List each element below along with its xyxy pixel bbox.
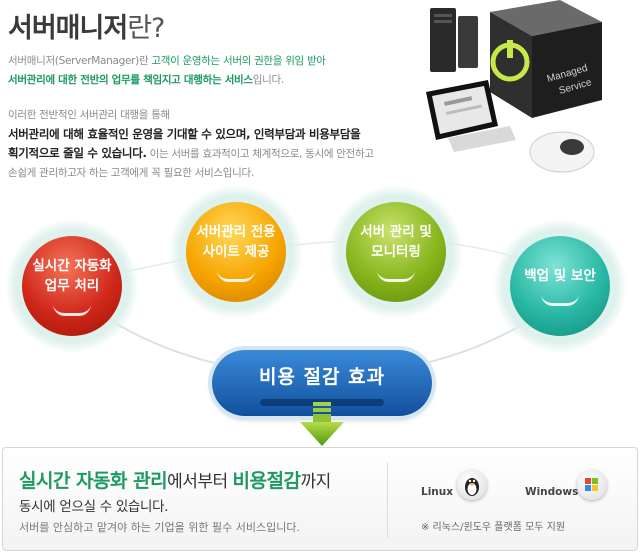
feature-backup-security: 백업 및 보안 [510, 236, 610, 336]
monitor-screen-icon [426, 80, 498, 140]
keyboard-icon [448, 126, 516, 152]
smile-icon [541, 294, 579, 306]
smile-icon [217, 270, 255, 282]
summary-headline: 실시간 자동화 관리에서부터 비용절감까지 [19, 470, 331, 492]
windows-label: Windows [525, 486, 579, 498]
server-tower-icon [430, 8, 478, 72]
smile-icon [377, 270, 415, 282]
windows-logo-icon [577, 470, 607, 500]
managed-service-illustration: Managed Service [426, 0, 602, 173]
down-arrow-icon [300, 402, 344, 446]
managed-service-box-icon: Managed Service [490, 0, 602, 118]
platform-support-note: ※ 리눅스/윈도우 플랫폼 모두 지원 [421, 522, 566, 533]
intro-paragraph-2: 이러한 전반적인 서버관리 대행을 통해 서버관리에 대해 효율적인 운영을 기… [8, 109, 374, 179]
page-title: 서버매니저란? [8, 13, 165, 44]
summary-note: 서버를 안심하고 맡겨야 하는 기업을 위한 필수 서비스입니다. [19, 521, 300, 534]
intro-paragraph-1: 서버매니저(ServerManager)란 고객이 운영하는 서버의 권한을 위… [8, 55, 326, 86]
summary-panel: 실시간 자동화 관리에서부터 비용절감까지 동시에 얻으실 수 있습니다. 서버… [2, 447, 638, 551]
panel-divider [387, 462, 388, 538]
smile-icon [53, 304, 91, 316]
mouse-icon [529, 131, 595, 173]
linux-label: Linux [421, 486, 454, 498]
linux-penguin-icon [457, 470, 487, 500]
summary-subheadline: 동시에 얻으실 수 있습니다. [19, 499, 169, 515]
cost-reduction-label: 비용 절감 효과 [258, 366, 386, 388]
